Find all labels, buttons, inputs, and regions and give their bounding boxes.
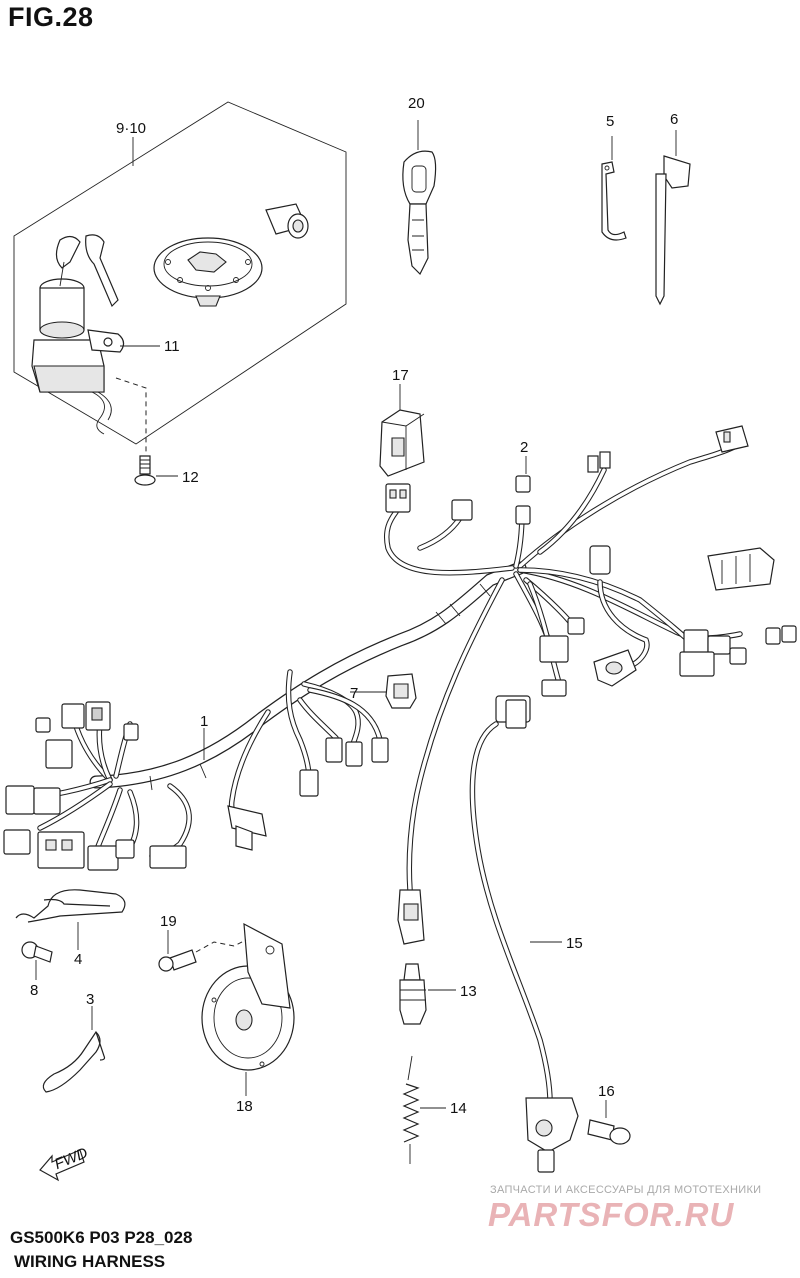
callout-6: 6	[670, 111, 678, 128]
bolt-16-part	[587, 1119, 631, 1145]
horn-18-part	[201, 922, 295, 1071]
callout-18: 18	[236, 1098, 253, 1115]
bolt-12-part	[115, 377, 156, 486]
figure-title: FIG.28	[8, 2, 94, 32]
ignition-switch-part	[31, 234, 125, 435]
leader-lines	[35, 120, 677, 1118]
callout-5: 5	[606, 113, 614, 130]
main-harness-part	[27, 443, 743, 893]
watermark-tagline: ЗАПЧАСТИ И АКСЕССУАРЫ ДЛЯ МОТОТЕХНИКИ	[490, 1184, 762, 1196]
fwd-label: FWD	[52, 1144, 90, 1173]
callout-1: 1	[200, 713, 208, 730]
callout-13: 13	[460, 983, 477, 1000]
callout-15: 15	[566, 935, 583, 952]
watermark-logo: PARTSFOR.RU	[488, 1196, 735, 1233]
callout-9-10: 9·10	[116, 120, 146, 137]
tie-band-6-part	[655, 155, 691, 306]
relay-17-part	[379, 409, 425, 477]
bolt-19-part	[158, 939, 247, 972]
callout-12: 12	[182, 469, 199, 486]
lock-cylinder-part	[265, 203, 309, 239]
callout-3: 3	[86, 991, 94, 1008]
callout-4: 4	[74, 951, 82, 968]
spring-14-part	[402, 1055, 420, 1164]
switch-13-part	[397, 889, 427, 1025]
callout-17: 17	[392, 367, 409, 384]
sidestand-switch-part	[469, 721, 579, 1173]
callout-20: 20	[408, 95, 425, 112]
harness-connectors	[3, 425, 797, 871]
clamp-5-part	[601, 161, 627, 241]
callout-8: 8	[30, 982, 38, 999]
model-code: GS500K6 P03 P28_028	[10, 1228, 193, 1247]
section-name: WIRING HARNESS	[14, 1252, 166, 1271]
lock-set-group	[13, 101, 347, 445]
clamp-3-part	[42, 1031, 106, 1093]
callout-14: 14	[450, 1100, 467, 1117]
callout-11: 11	[164, 338, 180, 355]
fuel-cap-part	[153, 237, 263, 307]
callouts: 9·10 11 12 20 5 6 17 2 7 1 4 8 3 19 18 1…	[30, 95, 678, 1117]
callout-19: 19	[160, 913, 177, 930]
fwd-arrow-icon: FWD	[39, 1144, 90, 1182]
callout-2: 2	[520, 439, 528, 456]
key-blank-part	[402, 150, 437, 276]
callout-7: 7	[350, 685, 358, 702]
callout-16: 16	[598, 1083, 615, 1100]
bolt-8-part	[21, 941, 53, 963]
clamp-4-part	[15, 889, 126, 923]
